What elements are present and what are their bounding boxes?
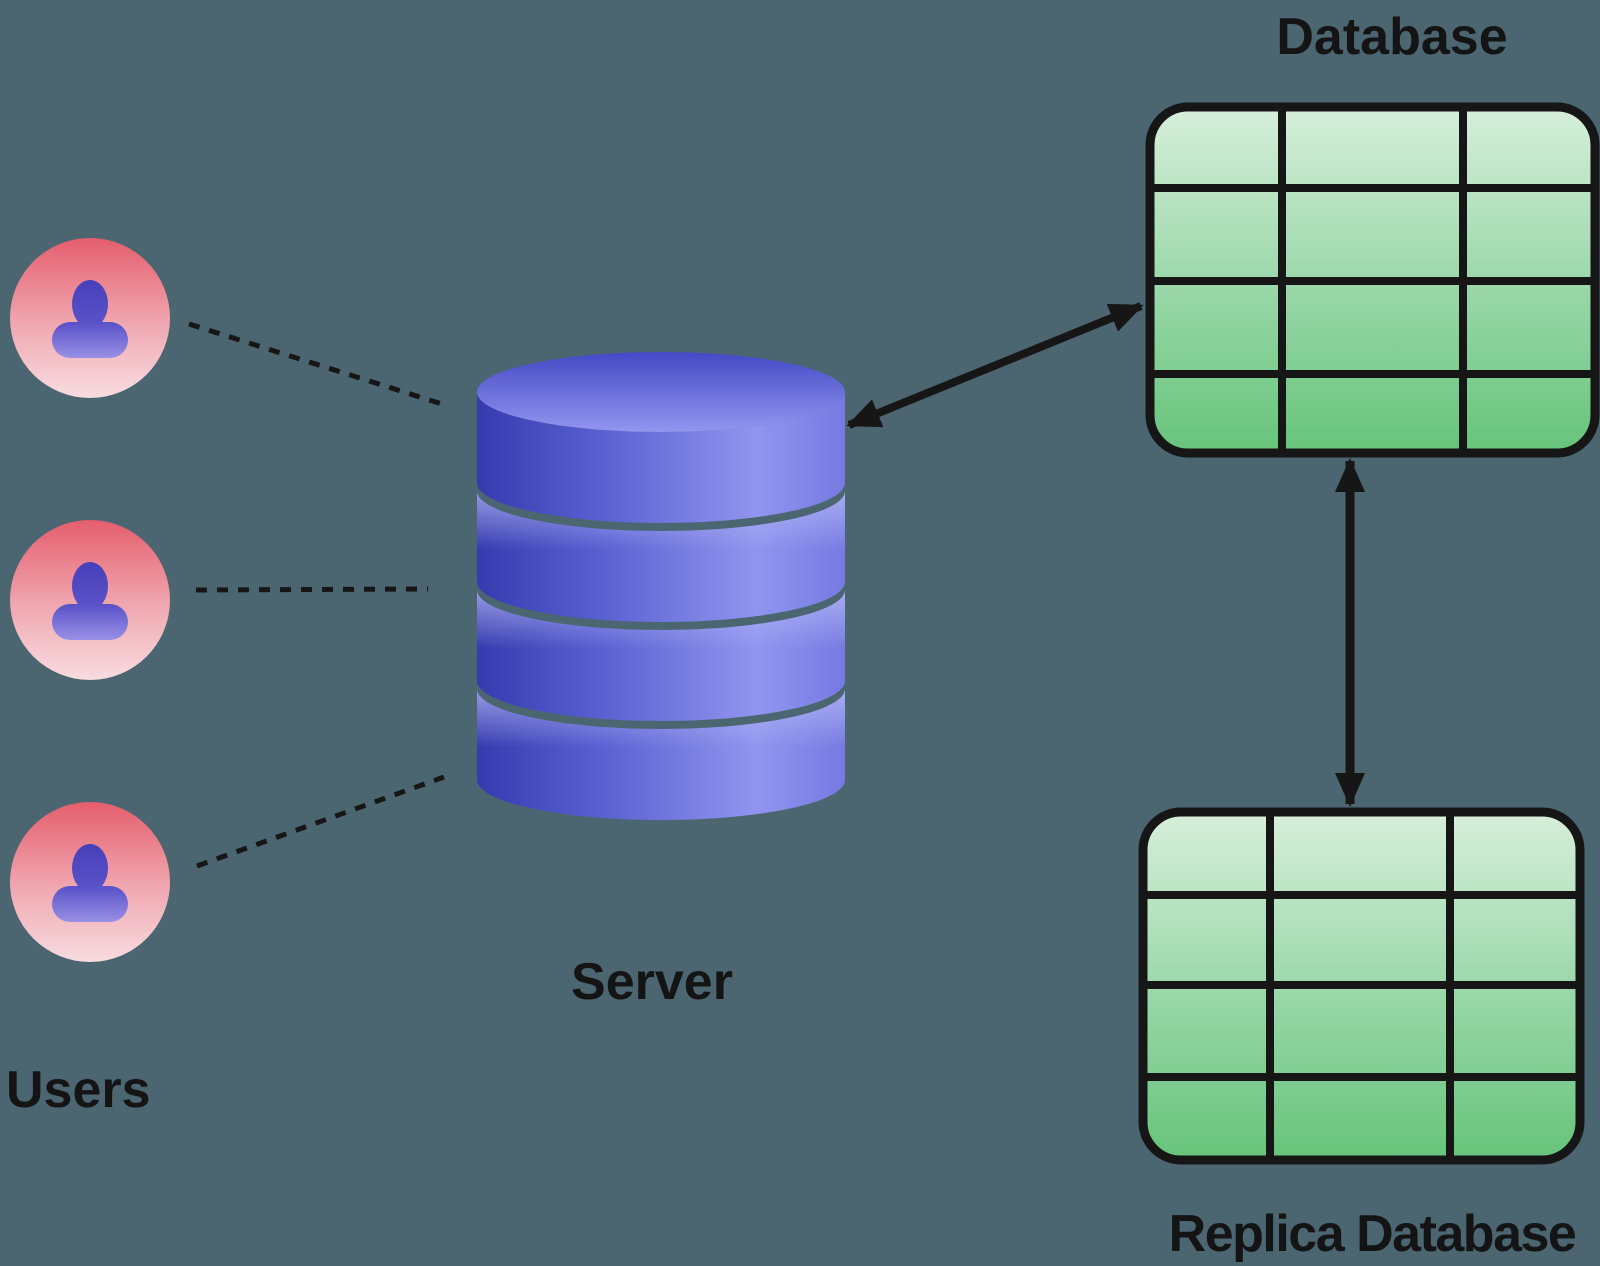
server-label: Server xyxy=(571,953,733,1011)
database-grid-lines xyxy=(1150,107,1595,453)
server-cylinder xyxy=(477,352,845,820)
user-avatar-2 xyxy=(10,520,170,680)
server-disc-1 xyxy=(477,352,845,523)
user-avatar-3 xyxy=(10,802,170,962)
arrow-server-database xyxy=(846,302,1144,429)
user-server-connectors xyxy=(188,321,445,869)
replica-database-node xyxy=(1138,807,1585,1165)
dotted-line-user2-server xyxy=(195,586,429,593)
replica-database-grid-border xyxy=(1138,807,1585,1165)
user-avatar-1 xyxy=(10,238,170,398)
server-disc-4 xyxy=(477,689,845,820)
dotted-line-user3-server xyxy=(196,774,445,869)
database-label: Database xyxy=(1276,8,1507,66)
replica-database-label: Replica Database xyxy=(1169,1205,1576,1263)
users-label: Users xyxy=(6,1061,151,1119)
database-grid-border xyxy=(1145,102,1600,458)
server-disc-3 xyxy=(477,590,845,721)
user-icon xyxy=(52,562,128,640)
user-icon xyxy=(52,280,128,358)
users-group xyxy=(10,238,170,962)
database-node xyxy=(1145,102,1600,458)
replica-database-grid-lines xyxy=(1143,812,1580,1160)
user-icon xyxy=(52,844,128,922)
server-disc-2 xyxy=(477,491,845,622)
dotted-line-user1-server xyxy=(188,321,443,407)
